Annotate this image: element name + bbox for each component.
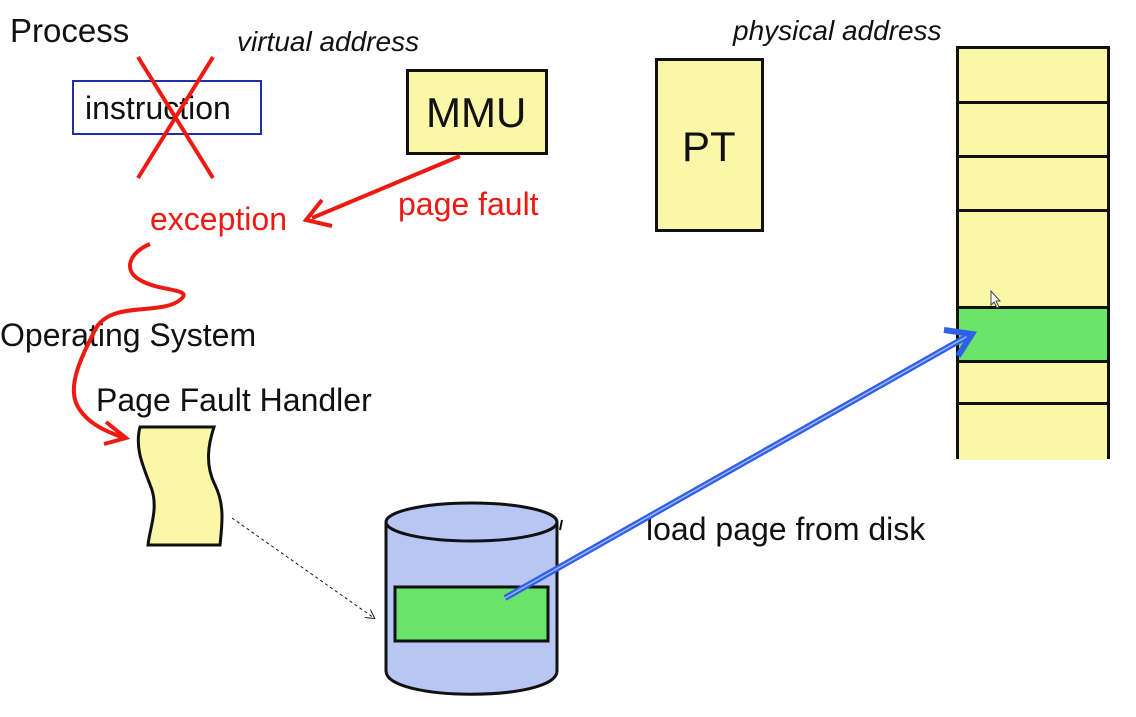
trap-to-os-arrow [71, 242, 186, 446]
disk-page [393, 585, 550, 643]
disk-request-arrow [231, 517, 374, 618]
mmu-box [406, 69, 548, 155]
physical-memory [956, 46, 1110, 460]
load-page-label: load page from disk [646, 511, 926, 547]
memory-frame [959, 363, 1107, 405]
mouse-cursor-icon [990, 289, 1002, 309]
memory-frame [959, 405, 1107, 460]
memory-frame [959, 104, 1107, 158]
exception-label: exception [150, 201, 287, 237]
instruction-label: instruction [85, 90, 231, 126]
memory-frame-loaded [959, 309, 1107, 363]
load-page-arrow [503, 327, 978, 601]
virtual-address-label: virtual address [237, 26, 420, 57]
page-fault-label: page fault [398, 186, 539, 222]
operating-system-label: Operating System [0, 317, 257, 353]
cancel-cross-icon [136, 55, 215, 180]
memory-frame [959, 212, 1107, 309]
process-label: Process [10, 12, 130, 49]
page-table-label: PT [682, 123, 736, 170]
mmu-label: MMU [426, 89, 527, 136]
memory-frame [959, 158, 1107, 212]
memory-frame [959, 49, 1107, 104]
handler-scroll-icon [136, 425, 224, 547]
page-table-box [655, 58, 764, 232]
page-fault-arrow [302, 154, 461, 228]
disk-icon [384, 501, 563, 696]
page-fault-handler-label: Page Fault Handler [96, 382, 372, 418]
physical-address-label: physical address [733, 15, 942, 46]
